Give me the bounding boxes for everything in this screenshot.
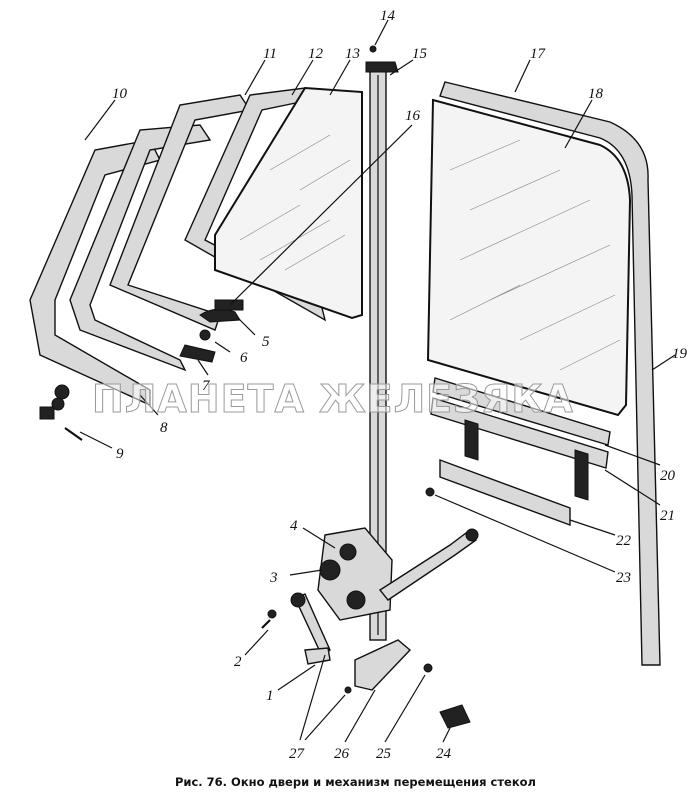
callout-26: 26 — [334, 746, 350, 762]
callout-25: 25 — [376, 746, 392, 762]
callout-12: 12 — [308, 46, 324, 62]
callout-6: 6 — [240, 350, 248, 366]
callout-11: 11 — [263, 46, 277, 62]
crank-handle — [290, 592, 331, 665]
callout-10: 10 — [112, 86, 128, 102]
callout-23: 23 — [616, 570, 631, 586]
callout-19: 19 — [672, 346, 688, 362]
brackets-and-clips — [261, 609, 471, 729]
glass-guide-rail — [365, 45, 399, 641]
callout-24: 24 — [436, 746, 452, 762]
callout-1: 1 — [266, 688, 274, 704]
vent-glass — [214, 86, 363, 320]
leader-lines — [79, 19, 676, 743]
spring-and-nut — [39, 384, 83, 441]
figure-caption: Рис. 76. Окно двери и механизм перемещен… — [175, 775, 536, 789]
callout-numbers: 1 2 3 4 5 6 7 8 9 10 11 12 13 14 15 16 1… — [112, 8, 688, 762]
callout-9: 9 — [116, 446, 124, 462]
door-glass — [426, 98, 632, 417]
callout-27: 27 — [289, 746, 306, 762]
glass-lift-channels — [425, 377, 611, 527]
callout-17: 17 — [530, 46, 547, 62]
callout-15: 15 — [412, 46, 428, 62]
callout-4: 4 — [290, 518, 298, 534]
door-glass-hatching — [449, 139, 621, 371]
callout-22: 22 — [616, 533, 632, 549]
callout-20: 20 — [660, 468, 676, 484]
callout-8: 8 — [160, 420, 168, 436]
callout-13: 13 — [345, 46, 360, 62]
callout-14: 14 — [380, 8, 396, 24]
callout-21: 21 — [660, 508, 675, 524]
window-regulator — [317, 527, 479, 621]
watermark: ПЛАНЕТА ЖЕЛЕЗЯКА — [92, 377, 574, 421]
vent-glass-hatching — [239, 134, 351, 271]
door-glass-frame — [439, 81, 661, 666]
callout-5: 5 — [262, 334, 270, 350]
callout-18: 18 — [588, 86, 604, 102]
callout-16: 16 — [405, 108, 421, 124]
callout-7: 7 — [202, 378, 211, 394]
callout-3: 3 — [269, 570, 278, 586]
callout-2: 2 — [234, 654, 242, 670]
